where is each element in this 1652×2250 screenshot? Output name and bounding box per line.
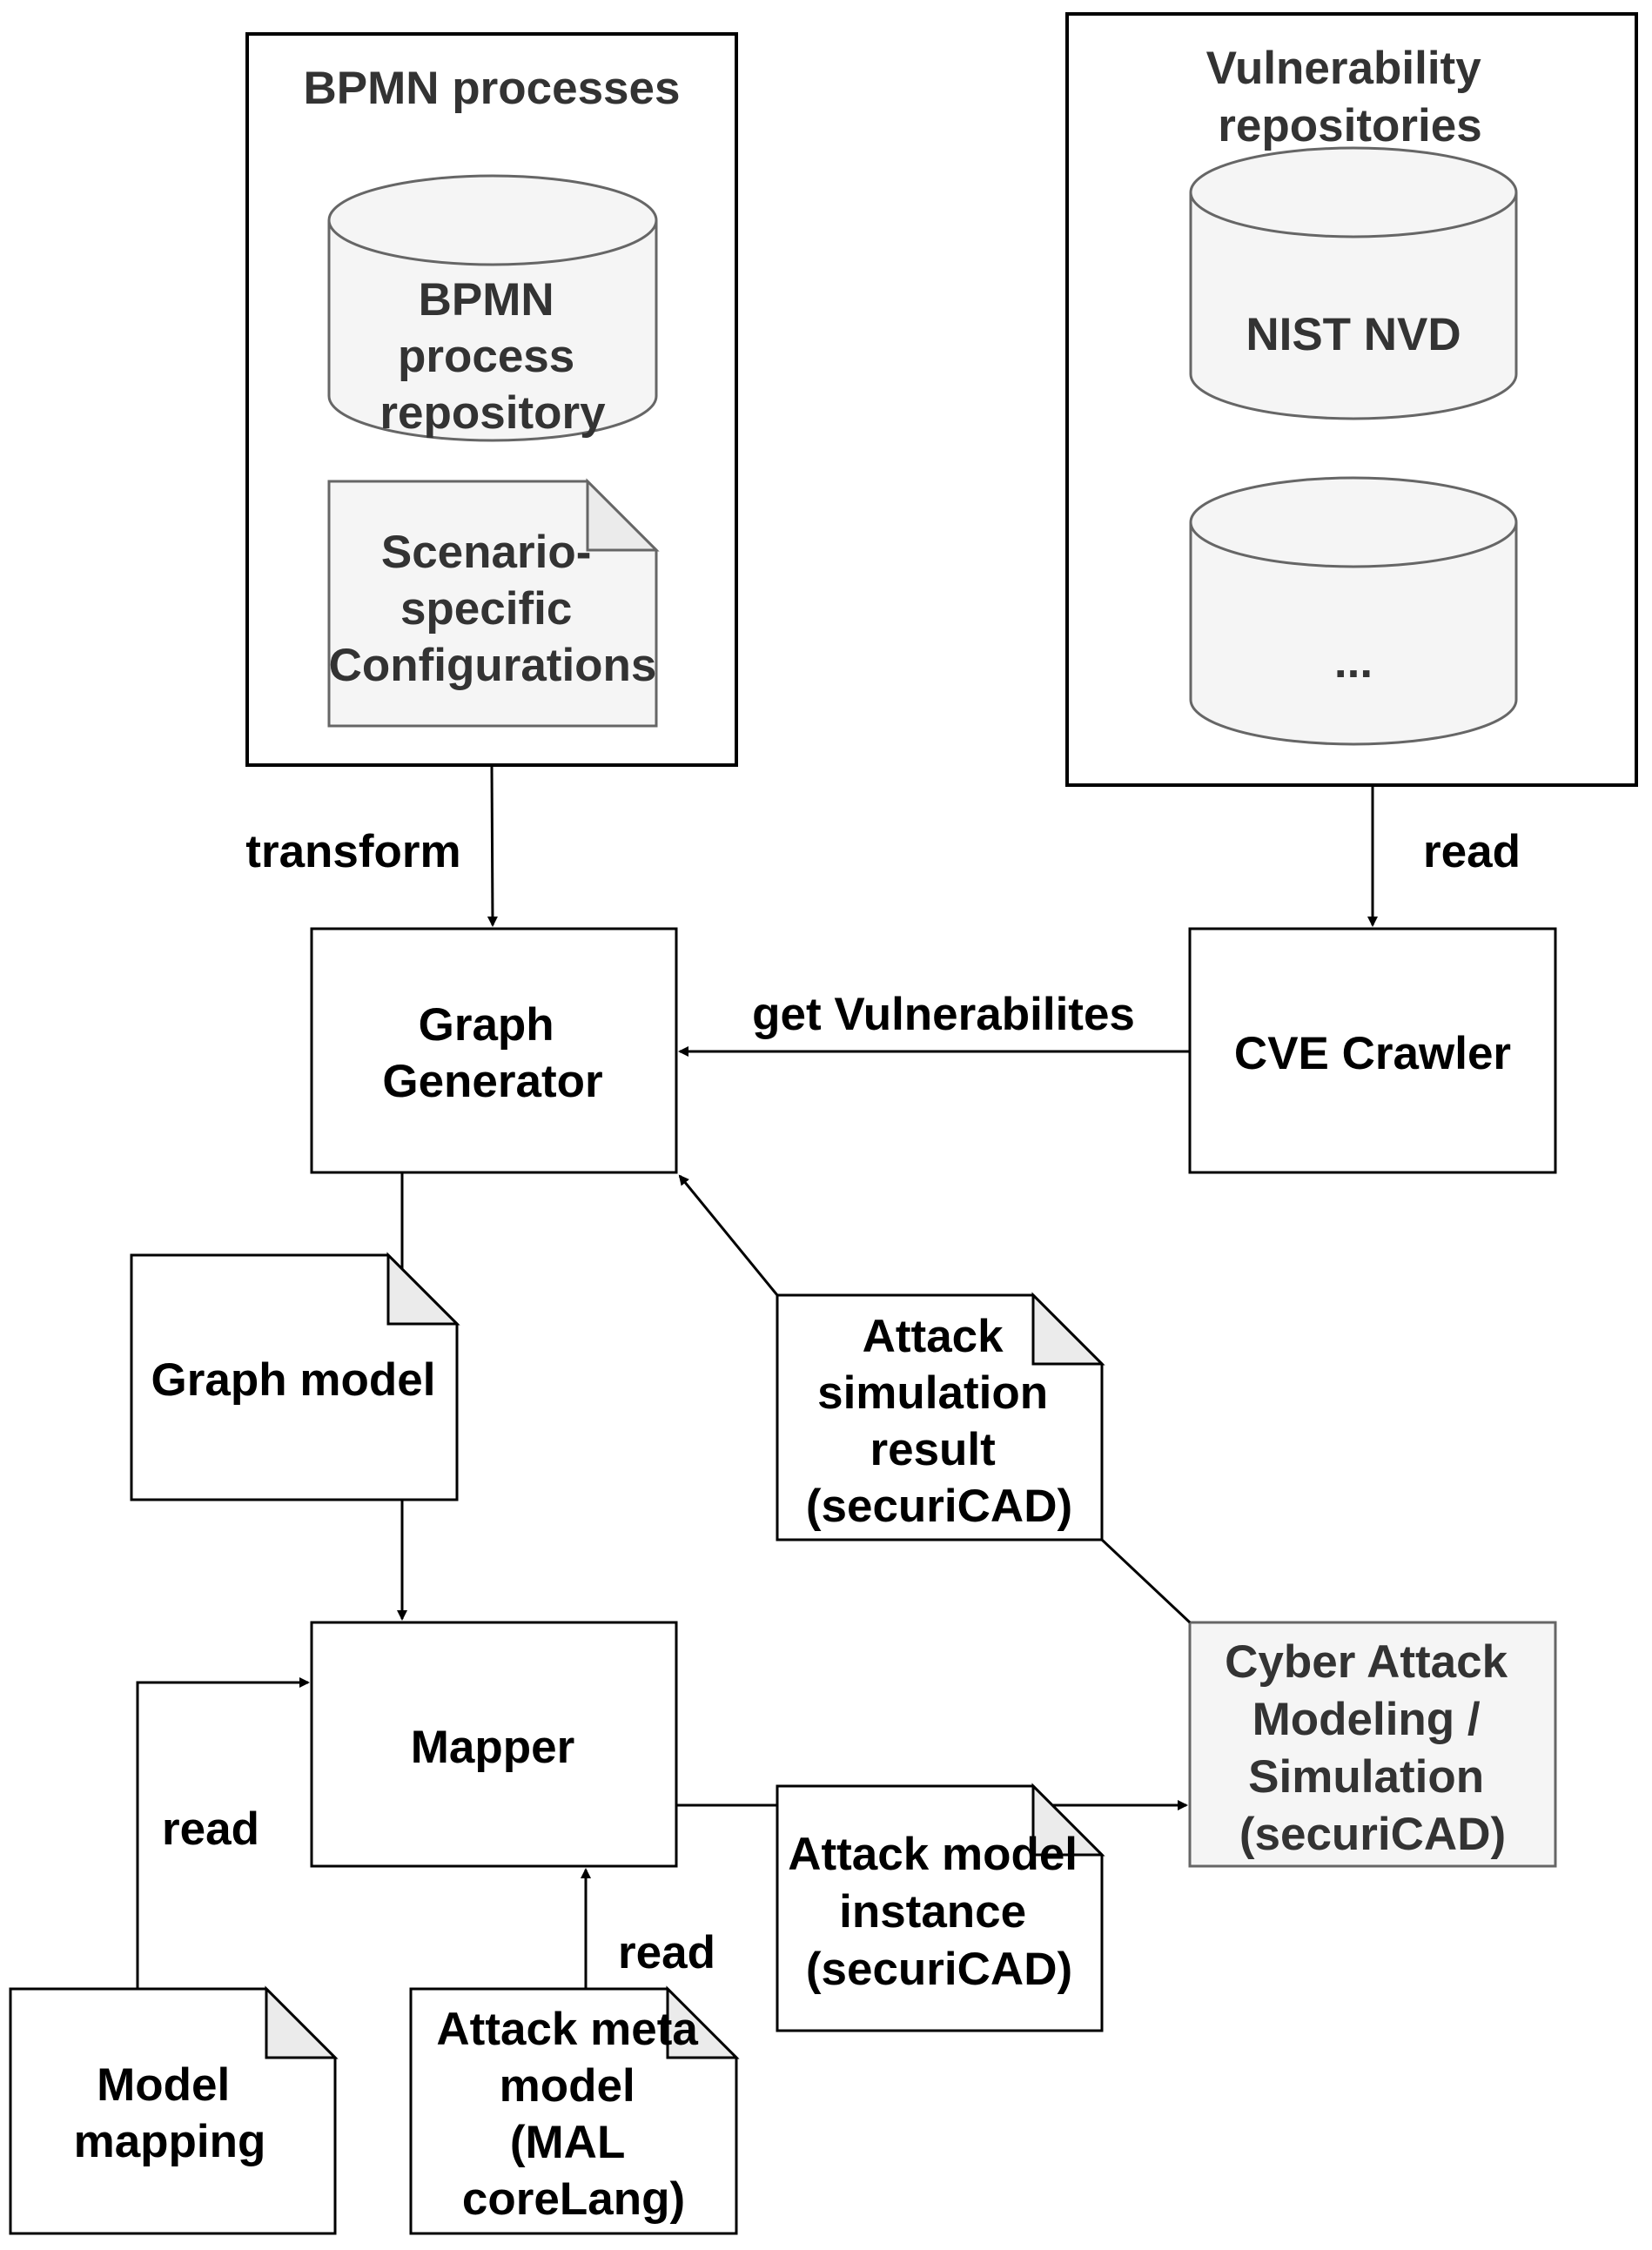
- svg-text:BPMN process repos: BPMN process repository: [379, 274, 606, 439]
- svg-text:Scenario- specific: Scenario- specific Configurations: [329, 527, 657, 691]
- svg-text:Cyber Attack Modeling /: Cyber Attack Modeling / Simulation (secu…: [1225, 1636, 1521, 1860]
- attack-meta-model-document: Attack meta model (MAL coreLang): [409, 1985, 740, 2235]
- graph-generator-box: Graph Generator: [310, 927, 678, 1174]
- cve-crawler-box: CVE Crawler: [1188, 927, 1557, 1174]
- cyber-attack-simulation-box: Cyber Attack Modeling / Simulation (secu…: [1188, 1621, 1557, 1868]
- transform-arrow: [487, 764, 498, 927]
- simulation-to-result-line: [1100, 1538, 1192, 1624]
- other-repository-store: ...: [1189, 476, 1518, 746]
- scenario-configurations-document: Scenario- specific Configurations: [327, 478, 660, 728]
- bpmn-processes-title: BPMN processes: [303, 63, 680, 114]
- svg-text:CVE Crawler: CVE Crawler: [1234, 1028, 1511, 1079]
- read-vulnerabilities-label: read: [1423, 826, 1521, 877]
- bpmn-process-repository-store: BPMN process repository: [327, 174, 658, 442]
- simulation-result-to-generator-arrow: [678, 1174, 779, 1296]
- svg-text:Attack meta model: Attack meta model (MAL coreLang): [436, 2004, 710, 2225]
- model-mapping-document: Model mapping: [9, 1985, 339, 2235]
- read-mapping-label: read: [162, 1803, 259, 1855]
- svg-text:Graph model: Graph model: [151, 1354, 436, 1406]
- transform-label: transform: [245, 826, 460, 877]
- svg-text:Attack model instance: Attack model instance (securiCAD): [788, 1829, 1091, 1995]
- svg-text:Graph Generator: Graph Generator: [382, 999, 602, 1107]
- attack-simulation-result-document: Attack simulation result (securiCAD): [776, 1292, 1105, 1541]
- attack-model-instance-document: Attack model instance (securiCAD): [776, 1783, 1105, 2032]
- nist-nvd-store: NIST NVD: [1189, 146, 1518, 420]
- mapper-box: Mapper: [310, 1621, 678, 1868]
- svg-text:Attack simulation: Attack simulation result (securiCAD): [806, 1311, 1072, 1532]
- read-meta-model-label: read: [618, 1927, 715, 1978]
- svg-text:Mapper: Mapper: [411, 1722, 574, 1773]
- svg-text:NIST NVD: NIST NVD: [1246, 309, 1461, 360]
- graph-model-document: Graph model: [130, 1252, 460, 1501]
- svg-text:...: ...: [1334, 636, 1373, 688]
- model-mapping-to-mapper-arrow: [136, 1677, 310, 1989]
- svg-text:Model mapping: Model mapping: [74, 2059, 266, 2167]
- vulnerability-repositories-title: Vulnerability repositories: [1206, 43, 1494, 151]
- get-vulnerabilities-label: get Vulnerabilites: [752, 989, 1135, 1040]
